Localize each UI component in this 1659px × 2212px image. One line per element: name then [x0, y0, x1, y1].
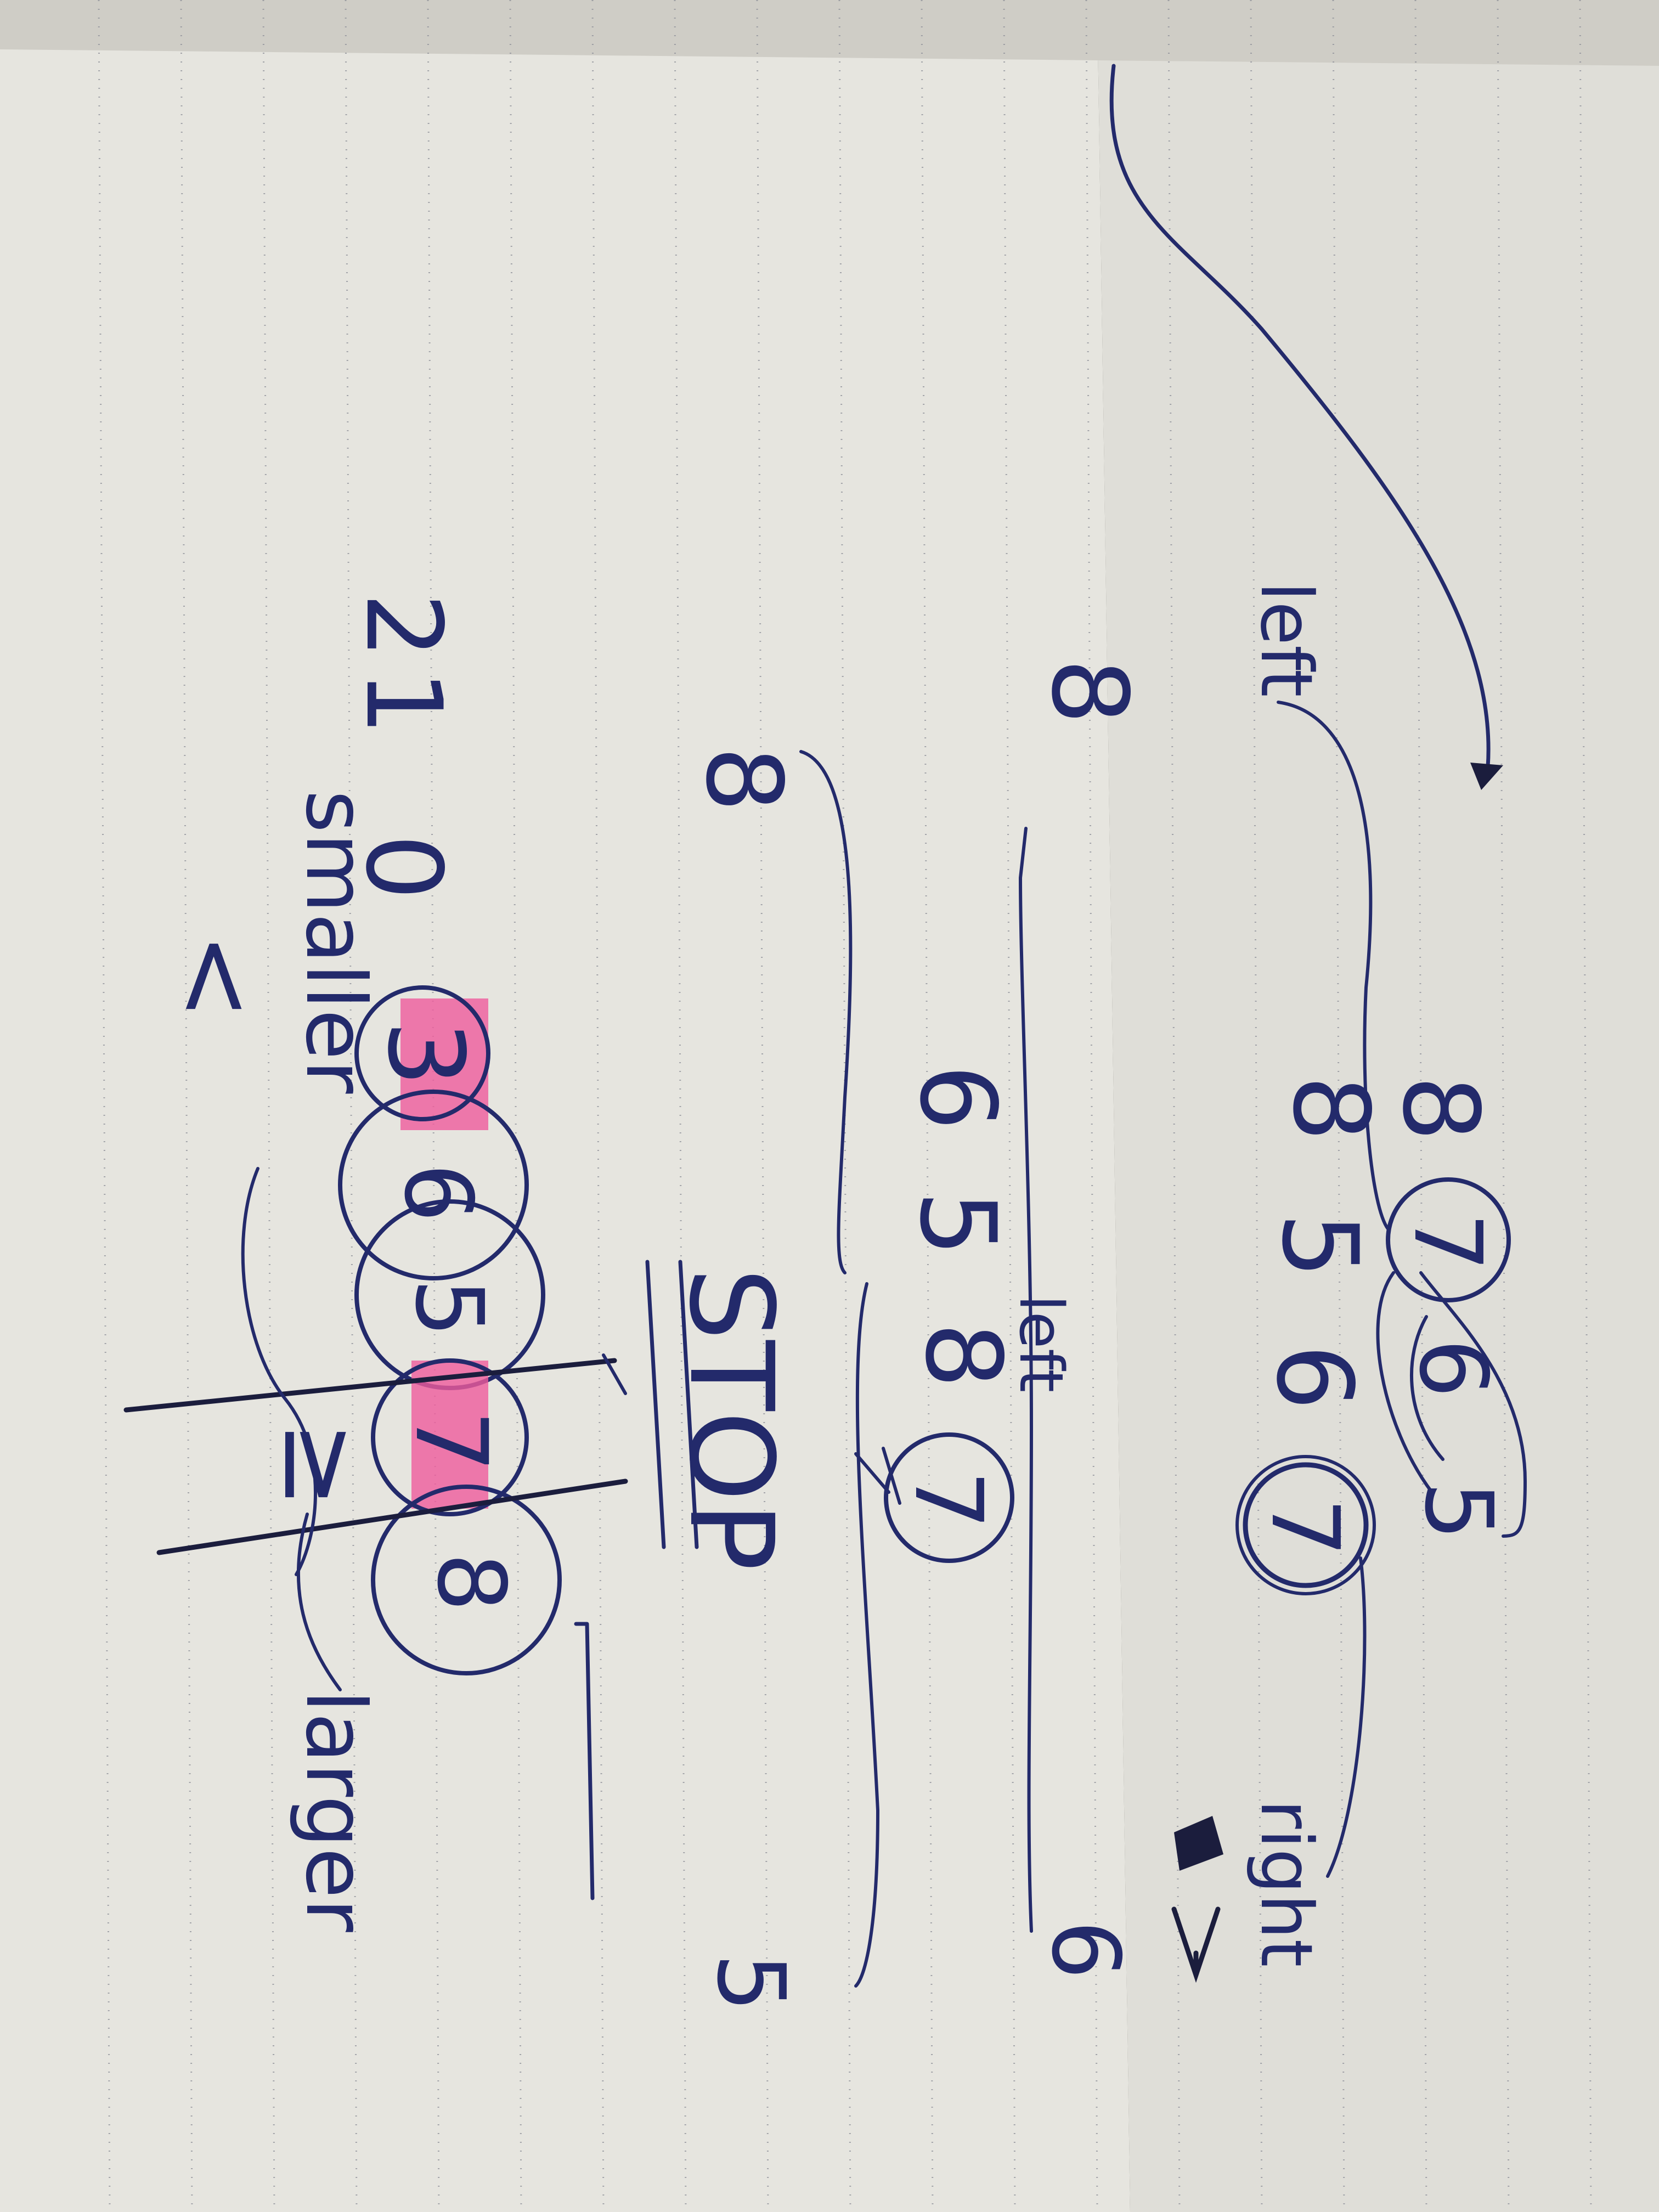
row2-value: 8: [902, 1322, 1024, 1389]
row-1-side: 7 6 5: [1376, 1177, 1527, 1541]
highlight-7: [411, 1361, 488, 1509]
notebook-page-right: [1097, 0, 1659, 2212]
left-curve-1: [1277, 701, 1390, 1231]
row1-value: 5: [1259, 1212, 1380, 1279]
strike-arrow-line: [602, 1353, 627, 1395]
row4-circle: [338, 1090, 529, 1280]
strike-line-2: [156, 1479, 628, 1555]
row4-value: 3: [365, 1020, 486, 1087]
row2-first: 8: [1029, 658, 1150, 725]
ink-blot: [1174, 1816, 1223, 1871]
row2-value: 5: [897, 1190, 1018, 1257]
page-edge-shadow: [0, 0, 1659, 66]
right-arrow-1: [1171, 1906, 1221, 1983]
row1-value: 6: [1254, 1344, 1375, 1410]
stop-underline-1: [678, 1260, 699, 1549]
strike-line-1: [123, 1358, 617, 1413]
row2-bracket: [854, 1447, 901, 1505]
row1-circle: [1243, 1462, 1369, 1588]
row1-value: 8: [1380, 1075, 1501, 1142]
left-label-1: left: [1245, 582, 1328, 697]
row4-circle: [371, 1485, 562, 1675]
row2-value: 6: [897, 1064, 1018, 1131]
row3-curve-right: [854, 1282, 879, 1988]
row2-arrow-1: [1019, 827, 1033, 1933]
row-3: 8 5: [683, 746, 879, 2012]
row1-circle-outer: [1235, 1455, 1376, 1595]
larger-label: larger: [287, 1690, 383, 1932]
row3-curve-left: [799, 750, 853, 1274]
ruled-lines: [98, 0, 1592, 2212]
row-2: 8 6 5 8 7: [884, 658, 1150, 1563]
row-1: 8 8 5 6 7: [1235, 1075, 1501, 1595]
row4-circle: [354, 985, 490, 1121]
row1-value: 8: [1270, 1075, 1391, 1142]
row4-value: 1: [343, 669, 464, 736]
side-swap-curve-3: [1410, 1315, 1444, 1461]
stop-underline-2: [645, 1260, 666, 1549]
gte-symbol: ≥: [261, 1421, 382, 1508]
stop-label: STOP: [664, 1267, 798, 1571]
highlight-3: [400, 998, 488, 1130]
right-label-1: right: [1245, 1799, 1328, 1967]
side-value: 5: [1404, 1481, 1513, 1541]
row4-value: 2: [343, 592, 464, 659]
row2-circle: [884, 1432, 1014, 1563]
row2-circled-value: 7: [894, 1470, 1002, 1530]
larger-arrow: [296, 1513, 342, 1691]
row2-end: 6: [1031, 1920, 1139, 1979]
gt-bracket: [574, 1622, 595, 1900]
left-label-2: left: [1006, 1295, 1076, 1392]
row-4: 2 1 0 3 6 5 7 8: [338, 592, 562, 1675]
row4-value: 0: [343, 834, 464, 900]
row4-value: 5: [394, 1278, 503, 1338]
row3-first: 8: [683, 746, 804, 812]
lt-symbol: <: [156, 933, 278, 1020]
row4-value: 8: [416, 1553, 525, 1612]
row3-end: 5: [696, 1953, 805, 2012]
row1-circled-value: 7: [1250, 1498, 1359, 1557]
side-swap-curve-2: [1376, 1271, 1434, 1494]
top-arrowhead: [1470, 763, 1503, 790]
row4-circle: [371, 1358, 529, 1516]
side-swap-curve: [1419, 1271, 1527, 1538]
side-circle: [1386, 1177, 1511, 1302]
smaller-arrow: [241, 1167, 317, 1576]
row4-value: 7: [393, 1410, 508, 1473]
right-curve-1: [1326, 1556, 1367, 1878]
side-value: 6: [1398, 1339, 1507, 1398]
top-curve-arrow: [1109, 64, 1491, 781]
side-value: 7: [1393, 1212, 1502, 1272]
smaller-label: smaller: [287, 790, 383, 1094]
